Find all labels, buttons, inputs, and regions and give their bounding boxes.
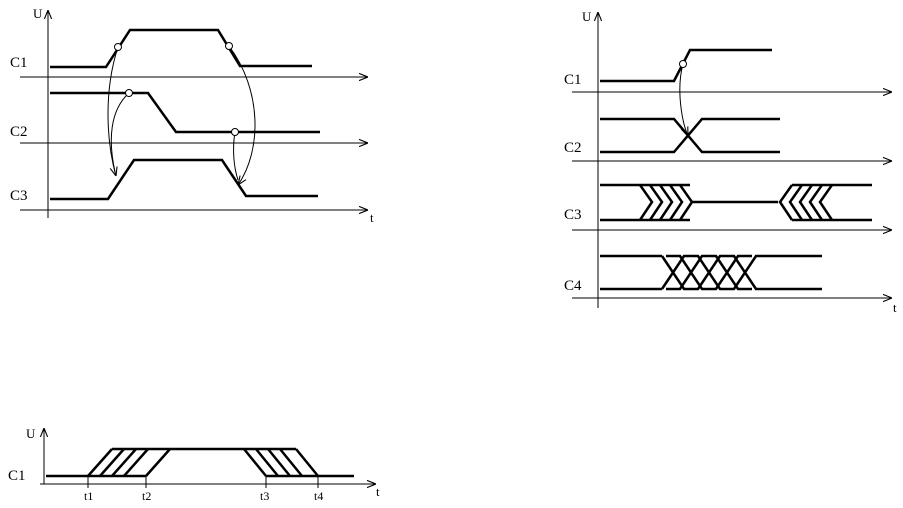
diagram-b: U t C1 C2 C3 C4 [564,9,897,315]
diagram-b-c4-waveform [600,254,822,291]
diagram-c-c1-label: C1 [8,468,26,484]
diagram-b-trigger-dot [679,60,687,68]
diagram-b-u-label: U [582,9,592,24]
diagram-a-c2-label: C2 [10,124,28,140]
diagram-a-trigger-dot [114,43,122,51]
diagram-b-c1-label: C1 [564,72,582,88]
diagram-b-arrow-c1-to-c2 [679,63,688,136]
diagram-b-t-label: t [893,300,897,315]
diagram-a-arrow-c1-fall-to-c3 [228,45,256,185]
diagram-a: U t C1 C2 C3 [10,6,374,225]
diagram-a-c1-waveform [50,28,312,69]
diagram-a-u-label: U [33,6,43,21]
diagram-b-c4-label: C4 [564,278,582,294]
diagram-c-tick-label: t1 [84,489,93,503]
diagram-a-c1-label: C1 [10,55,28,71]
diagram-c-tick-label: t4 [314,489,323,503]
diagram-a-t-label: t [370,210,374,225]
diagram-a-arrow-c2-to-c3 [110,92,130,173]
diagram-b-c2-label: C2 [564,140,582,156]
diagram-c-c1-waveform [46,447,354,478]
diagram-c-tick-label: t3 [260,489,269,503]
diagram-a-trigger-dot [125,89,133,97]
diagram-c-t-label: t [376,484,380,499]
diagram-a-arrow-c2-fall-to-c3 [233,131,239,181]
diagram-a-c3-label: C3 [10,188,28,204]
diagram-c-tick-label: t2 [142,489,151,503]
diagram-c: U t C1 t1 t2 t3 t4 [8,426,380,503]
diagram-b-c3-waveform [600,183,872,222]
diagram-a-c3-waveform [50,158,318,201]
diagram-a-c2-waveform [50,91,320,134]
diagram-a-trigger-dot [231,128,239,136]
diagram-a-trigger-dot [225,42,233,50]
diagram-b-c2-waveform [600,117,780,154]
diagram-b-c3-label: C3 [564,207,582,223]
diagram-c-u-label: U [26,426,36,441]
